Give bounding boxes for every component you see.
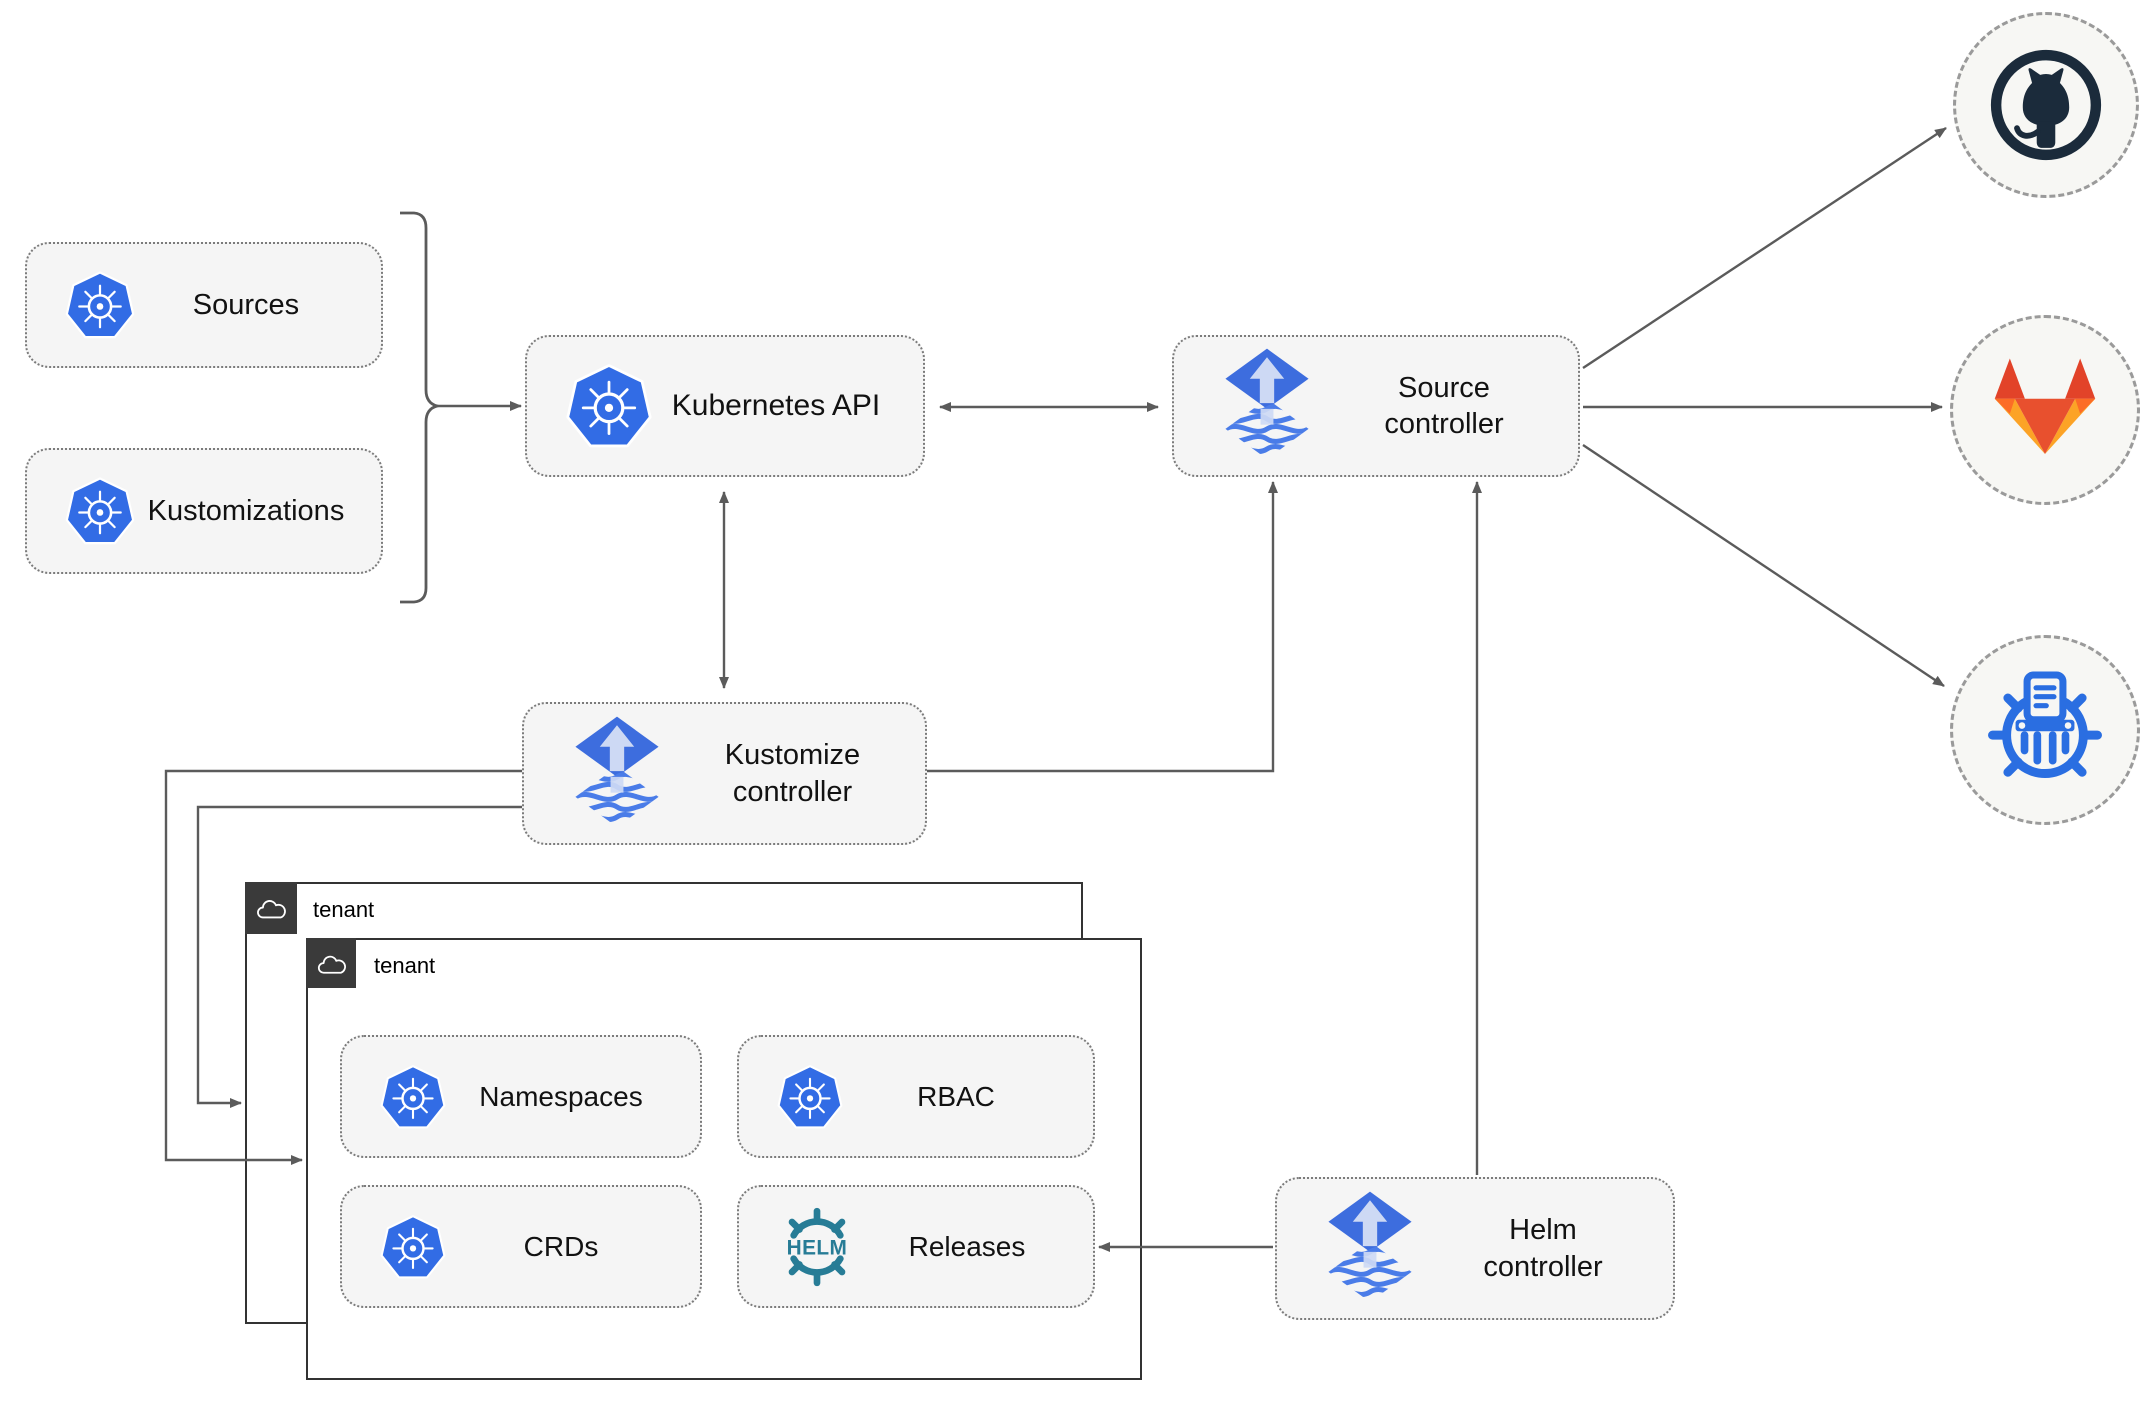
edge-source-controller-to-github: [1582, 126, 1947, 370]
endpoint-github: [1953, 12, 2139, 198]
edge-source-controller-to-helm-repository: [1582, 444, 1945, 687]
node-kustomizations: Kustomizations: [25, 448, 383, 574]
node-kustomize-controller: Kustomize controller: [522, 702, 927, 845]
node-helm-controller: Helm controller: [1275, 1177, 1675, 1320]
kubernetes-icon: [775, 1062, 845, 1132]
node-label: Kustomizations: [147, 494, 345, 527]
tenant-label: tenant: [313, 897, 375, 922]
kubernetes-icon: [378, 1062, 448, 1132]
flux-icon: [1224, 348, 1310, 464]
kubernetes-icon: [378, 1212, 448, 1282]
node-crds: CRDs: [340, 1185, 702, 1308]
node-releases: Releases: [737, 1185, 1095, 1308]
kubernetes-icon: [563, 360, 655, 452]
node-source-controller: Source controller: [1172, 335, 1580, 477]
node-label: Source controller: [1384, 371, 1504, 440]
helm-icon: [767, 1205, 867, 1289]
kubernetes-icon: [63, 268, 137, 342]
tenant-tab: [245, 882, 297, 934]
endpoint-gitlab: [1950, 315, 2140, 505]
node-sources: Sources: [25, 242, 383, 368]
node-label: Sources: [192, 288, 300, 321]
node-label: Kubernetes API: [671, 389, 881, 423]
tenant-group-front: tenant: [306, 938, 1142, 1380]
node-label: Helm controller: [1483, 1214, 1603, 1283]
node-namespaces: Namespaces: [340, 1035, 702, 1158]
node-label: RBAC: [917, 1081, 995, 1112]
node-label: Releases: [908, 1231, 1026, 1262]
gitlab-icon: [1982, 356, 2108, 464]
flux-icon: [574, 716, 660, 832]
chartmuseum-icon: [1981, 666, 2109, 794]
node-label: CRDs: [523, 1231, 599, 1262]
tenant-tab: [306, 938, 356, 988]
github-icon: [1988, 47, 2104, 163]
flux-icon: [1327, 1191, 1413, 1307]
bracket-sources-kustomizations: [400, 211, 443, 604]
cloud-icon: [253, 893, 289, 923]
node-rbac: RBAC: [737, 1035, 1095, 1158]
edge-kustomize-to-source-controller: [927, 481, 1278, 773]
endpoint-helm-repository: [1950, 635, 2140, 825]
node-label: Kustomize controller: [724, 739, 861, 808]
kubernetes-icon: [63, 474, 137, 548]
node-label: Namespaces: [479, 1081, 643, 1112]
node-kubernetes-api: Kubernetes API: [525, 335, 925, 477]
tenant-label: tenant: [374, 953, 436, 978]
cloud-icon: [314, 949, 349, 978]
